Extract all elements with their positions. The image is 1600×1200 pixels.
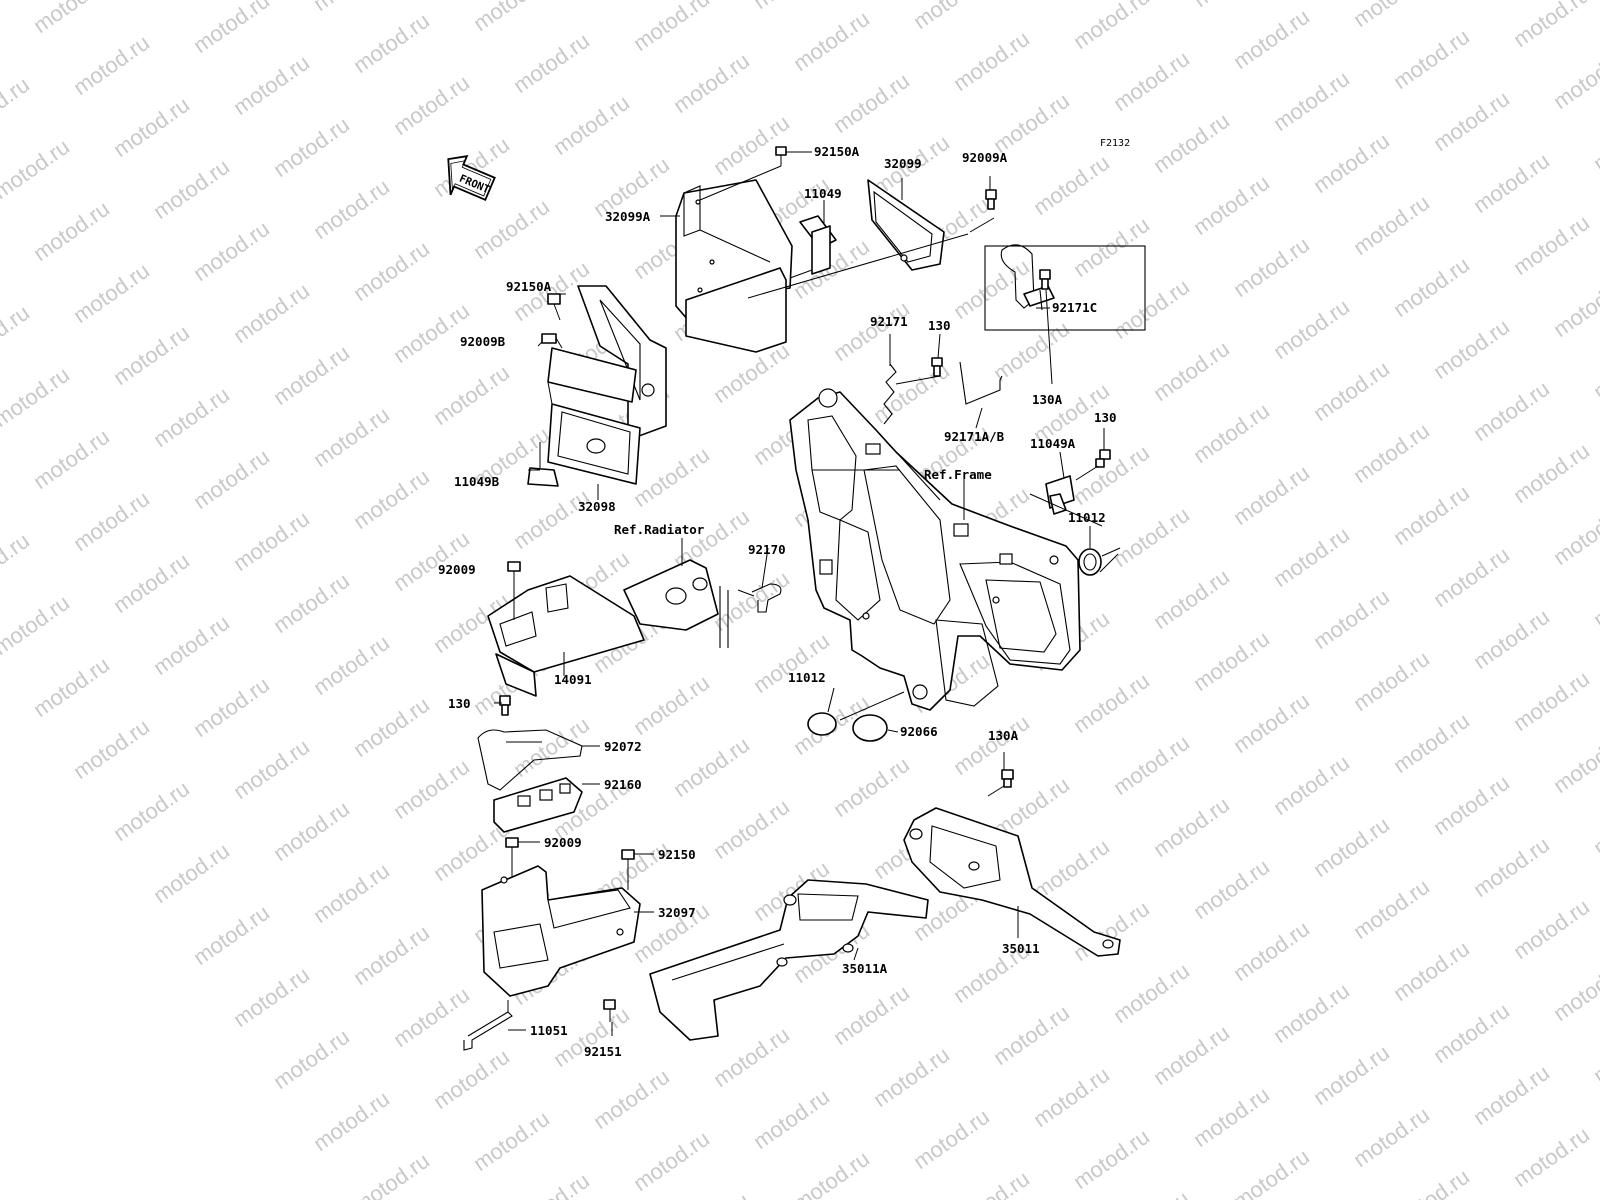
label-130-top: 130 xyxy=(928,318,951,333)
bolt-92009-mid xyxy=(507,561,521,620)
bolt-130-top xyxy=(931,357,943,377)
label-92150a-top: 92150A xyxy=(814,144,860,159)
label-92009-low: 92009 xyxy=(544,835,582,850)
front-arrow-icon: FRONT xyxy=(447,155,496,202)
ref-frame-label: Ref.Frame xyxy=(924,467,992,482)
leader-lines xyxy=(494,151,1119,1036)
label-35011a: 35011A xyxy=(842,961,888,976)
label-130a-bottom: 130A xyxy=(988,728,1019,743)
label-92160: 92160 xyxy=(604,777,642,792)
bolt-92151 xyxy=(603,999,616,1022)
label-32099a: 32099A xyxy=(605,209,651,224)
label-11049a: 11049A xyxy=(1030,436,1076,451)
bracket-11049a xyxy=(1029,475,1103,527)
cap-92066 xyxy=(852,714,888,742)
label-130-right: 130 xyxy=(1094,410,1117,425)
bolt-130-left xyxy=(499,695,511,716)
bolt-130a-bottom xyxy=(987,769,1014,797)
label-92009a: 92009A xyxy=(962,150,1008,165)
diagram-code: F2132 xyxy=(1100,138,1130,149)
inset-92171c xyxy=(984,244,1146,331)
bracket-11051 xyxy=(463,1000,513,1051)
bolt-92009a xyxy=(985,189,997,210)
label-130-left: 130 xyxy=(448,696,471,711)
part-frame xyxy=(789,388,1081,721)
label-92171: 92171 xyxy=(870,314,908,329)
callout-labels: 92150A 32099 92009A 11049 32099A 92150A … xyxy=(438,144,1117,1059)
label-92171ab: 92171A/B xyxy=(944,429,1005,444)
label-11049b: 11049B xyxy=(454,474,500,489)
label-32099: 32099 xyxy=(884,156,922,171)
label-92009b: 92009B xyxy=(460,334,506,349)
part-32099-cover xyxy=(867,179,945,271)
bolt-92150a-top xyxy=(775,146,787,166)
bolt-130a-top xyxy=(1039,269,1051,290)
label-92009-mid: 92009 xyxy=(438,562,476,577)
bolt-92150 xyxy=(621,849,635,890)
part-32098-box xyxy=(527,285,667,487)
label-14091: 14091 xyxy=(554,672,592,687)
label-92151: 92151 xyxy=(584,1044,622,1059)
cap-11012-left xyxy=(807,712,837,736)
ref-radiator-label: Ref.Radiator xyxy=(614,522,705,537)
bolt-92009b xyxy=(541,333,563,349)
cap-11012-right xyxy=(1078,547,1121,576)
label-92171c: 92171C xyxy=(1052,300,1097,315)
label-11012-right: 11012 xyxy=(1068,510,1106,525)
wire-92171ab xyxy=(959,361,1003,405)
bolt-130-right xyxy=(1095,449,1111,468)
clamp-92170 xyxy=(737,583,782,613)
clip-92171 xyxy=(883,363,897,425)
part-32097-tray xyxy=(481,865,641,997)
strap-92072 xyxy=(477,729,583,791)
bolt-92150a-left xyxy=(547,293,561,321)
label-92072: 92072 xyxy=(604,739,642,754)
label-130a-top: 130A xyxy=(1032,392,1063,407)
label-92150: 92150 xyxy=(658,847,696,862)
label-11049: 11049 xyxy=(804,186,842,201)
label-92066: 92066 xyxy=(900,724,938,739)
label-32097: 32097 xyxy=(658,905,696,920)
holder-92160 xyxy=(493,777,583,833)
label-35011: 35011 xyxy=(1002,941,1040,956)
label-11012-left: 11012 xyxy=(788,670,826,685)
part-32099a-cover xyxy=(675,179,793,353)
part-35011a-bracket xyxy=(649,879,929,1041)
label-92170: 92170 xyxy=(748,542,786,557)
part-14091-cover xyxy=(487,575,645,697)
label-11051: 11051 xyxy=(530,1023,568,1038)
bolt-92009-low xyxy=(505,837,519,880)
ref-radiator-part xyxy=(623,559,729,648)
label-92150a-left: 92150A xyxy=(506,279,552,294)
part-35011-bracket xyxy=(903,807,1121,957)
label-32098: 32098 xyxy=(578,499,616,514)
part-11049-bracket xyxy=(799,215,837,275)
